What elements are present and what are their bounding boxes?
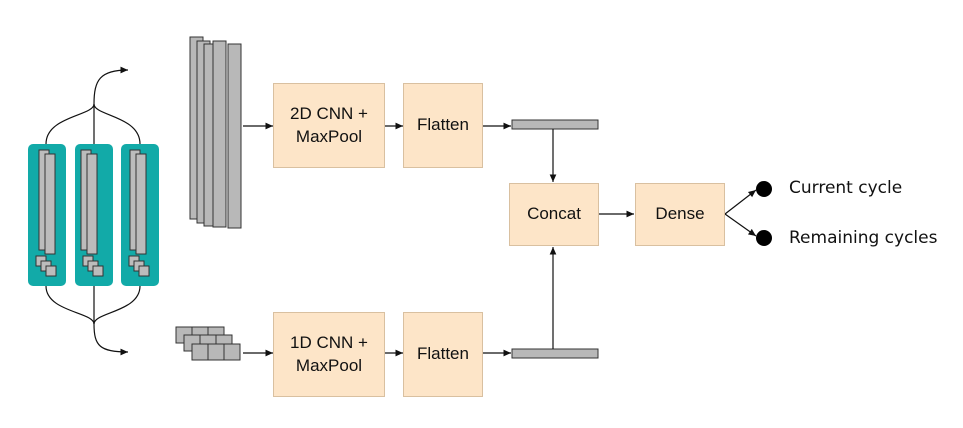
top-branch-arrow <box>93 66 129 105</box>
output-dot-remaining <box>756 230 772 246</box>
battery-cell-group <box>28 144 159 286</box>
arrow-dense-to-remaining <box>724 213 757 237</box>
flatten-top-block: Flatten <box>403 83 483 168</box>
input-1d-tensor <box>175 326 241 361</box>
output-label-remaining: Remaining cycles <box>789 228 938 248</box>
concat-block: Concat <box>509 183 599 246</box>
flatten-bottom-block: Flatten <box>403 312 483 397</box>
cnn1d-block: 1D CNN + MaxPool <box>273 312 385 397</box>
battery-cell-3 <box>121 144 159 286</box>
branch-connectors <box>45 66 141 356</box>
flow-arrows <box>243 122 757 357</box>
battery-cell-1 <box>28 144 66 286</box>
input-2d-tensor <box>189 36 242 229</box>
arrow-dense-to-current <box>724 189 757 215</box>
battery-cell-2 <box>75 144 113 286</box>
cnn2d-block: 2D CNN + MaxPool <box>273 83 385 168</box>
flat-vector-top <box>511 119 599 130</box>
output-label-current: Current cycle <box>789 178 903 198</box>
output-dot-current <box>756 181 772 197</box>
dense-block: Dense <box>635 183 725 246</box>
flat-vector-bottom <box>511 348 599 359</box>
bottom-branch-arrow <box>93 323 129 356</box>
